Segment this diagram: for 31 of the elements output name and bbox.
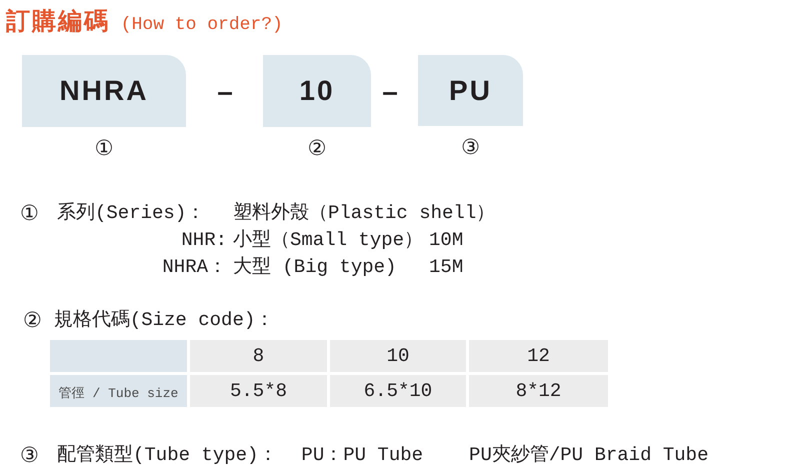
circled-number: ② [306,136,328,160]
option-text: 塑料外殼（Plastic shell） [233,200,496,226]
section-heading: 配管類型(Tube type)： [57,443,278,466]
code-segment-box: PU [418,55,523,126]
circled-number: ① [94,136,114,160]
length-value: 15M [429,255,464,280]
code-segment-box: NHRA [22,55,186,127]
code-segment-box: 10 [263,55,371,127]
option-text: PU：PU Tube [301,443,424,466]
size-code-cell: 12 [469,340,608,372]
page-title: 訂購編碼 (How to order?) [6,6,283,37]
circled-number: ① [20,200,40,227]
tube-size-cell: 8*12 [469,375,608,407]
section-heading: 系列(Series)： [57,201,206,226]
model-code: NHRA： [162,255,227,280]
section-heading: 規格代碼(Size code)： [54,308,274,333]
tube-size-cell: 6.5*10 [330,375,466,407]
separator-dash: – [216,77,234,107]
separator-dash: – [381,77,399,107]
option-text: 大型 (Big type) [233,255,398,280]
circled-number: ③ [460,135,481,159]
size-code-cell: 8 [190,340,327,372]
model-code: NHR: [181,228,227,253]
size-code-cell: 10 [330,340,466,372]
option-text: 小型（Small type） [233,228,424,253]
length-value: 10M [429,228,464,253]
option-text: PU夾紗管/PU Braid Tube [469,443,708,466]
circled-number: ② [23,307,42,334]
row-header-cell: 管徑 / Tube size [50,375,187,407]
tube-size-cell: 5.5*8 [190,375,327,407]
circled-number: ③ [20,442,40,466]
